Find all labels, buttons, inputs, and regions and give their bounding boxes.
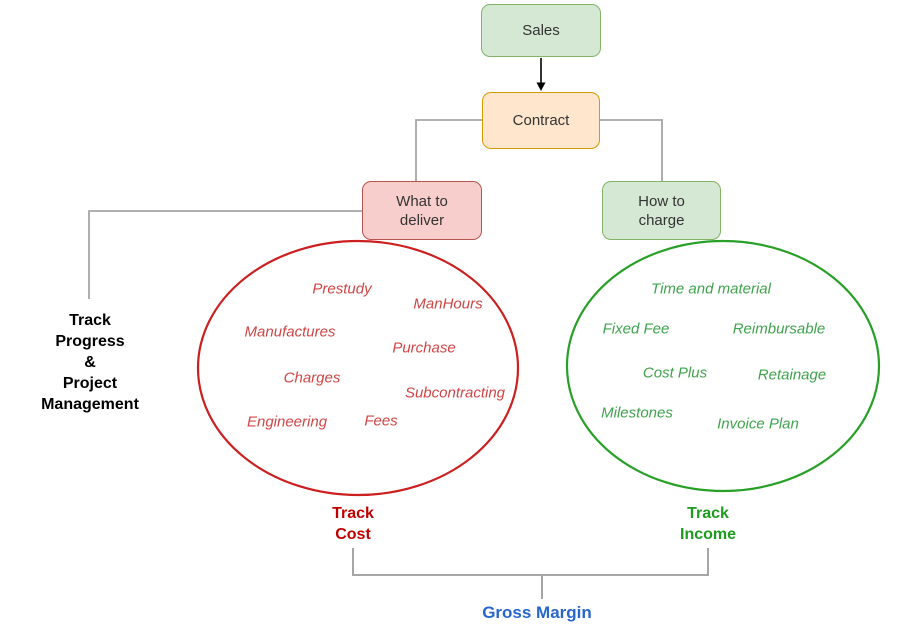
connector-contract-to-charge xyxy=(600,119,663,181)
node-how-to-charge[interactable]: How to charge xyxy=(602,181,721,240)
connector-gross-margin-bracket xyxy=(352,548,709,576)
cost-item-prestudy: Prestudy xyxy=(312,280,372,298)
cost-item-manufactures: Manufactures xyxy=(244,323,336,341)
connector-contract-to-deliver xyxy=(415,119,482,181)
node-what-to-deliver[interactable]: What to deliver xyxy=(362,181,482,240)
node-sales[interactable]: Sales xyxy=(481,4,601,57)
income-ellipse xyxy=(565,239,881,493)
cost-ellipse xyxy=(196,239,520,497)
gross-margin-label: Gross Margin xyxy=(482,603,592,622)
cost-item-fees: Fees xyxy=(364,412,398,430)
income-item-time-and-material: Time and material xyxy=(651,280,771,298)
cost-item-manhours: ManHours xyxy=(413,295,483,313)
cost-item-subcontracting: Subcontracting xyxy=(404,384,506,402)
track-cost-label: Track Cost xyxy=(332,505,374,543)
income-item-reimbursable: Reimbursable xyxy=(732,320,826,338)
cost-item-charges: Charges xyxy=(283,369,341,387)
income-item-cost-plus: Cost Plus xyxy=(642,364,708,382)
arrowhead-icon xyxy=(536,82,546,91)
income-item-milestones: Milestones xyxy=(601,404,673,422)
income-item-retainage: Retainage xyxy=(757,366,827,384)
income-item-fixed-fee: Fixed Fee xyxy=(602,320,670,338)
connector-deliver-to-note xyxy=(88,210,362,299)
node-contract[interactable]: Contract xyxy=(482,92,600,149)
track-progress-note: Track Progress & Project Management xyxy=(41,312,139,413)
cost-item-engineering: Engineering xyxy=(246,413,328,431)
income-item-invoice-plan: Invoice Plan xyxy=(717,415,799,433)
track-income-label: Track Income xyxy=(679,505,737,543)
cost-item-purchase: Purchase xyxy=(392,339,456,357)
